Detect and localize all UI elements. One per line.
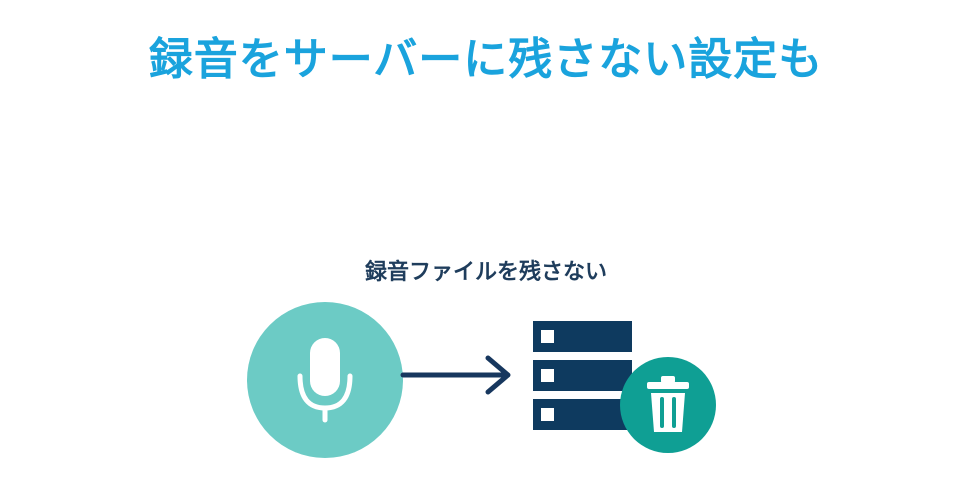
server-icon — [533, 321, 632, 430]
arrow-head — [485, 355, 511, 395]
server-light-3 — [541, 408, 554, 421]
server-light-1 — [541, 330, 554, 343]
trash-handle — [661, 376, 675, 383]
microphone-capsule — [310, 338, 340, 396]
diagram-caption: 録音ファイルを残さない — [364, 260, 607, 285]
trash-lid — [647, 382, 689, 389]
arrow-right-icon — [400, 355, 511, 395]
trash-can — [651, 393, 685, 432]
page-title: 録音をサーバーに残さない設定も — [148, 34, 824, 85]
server-light-2 — [541, 369, 554, 382]
trash-icon — [620, 357, 716, 453]
microphone-icon — [247, 302, 403, 458]
